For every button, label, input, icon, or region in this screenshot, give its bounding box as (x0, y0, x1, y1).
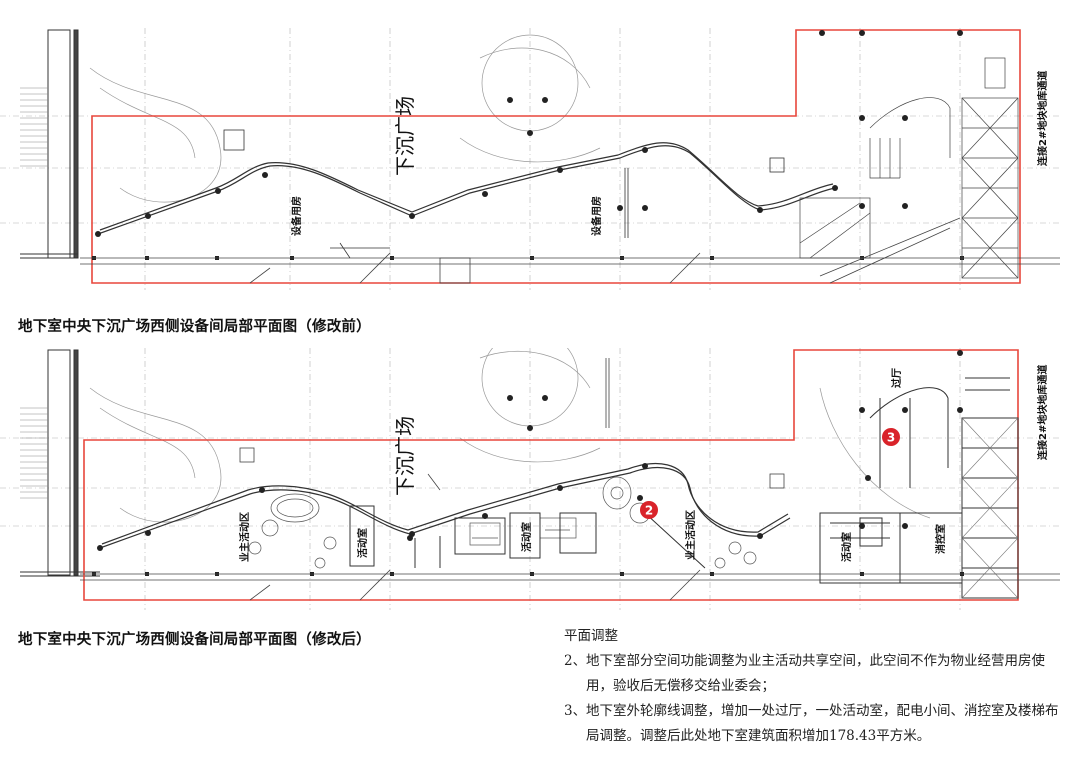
room-label-equipment-1: 设备用房 (290, 196, 303, 236)
room-label-owner-area-1: 业主活动区 (238, 512, 251, 562)
note-item: 3、地下室外轮廓线调整，增加一处过厅，一处活动室，配电小间、消控室及楼梯布局调整… (564, 699, 1064, 749)
note-text: 地下室外轮廓线调整，增加一处过厅，一处活动室，配电小间、消控室及楼梯布局调整。调… (586, 703, 1059, 744)
corridor-label: 连接2#地块地库通道 (1036, 71, 1049, 166)
note-number: 3、 (564, 703, 587, 719)
room-label-equipment-2: 设备用房 (590, 196, 603, 236)
room-label-fire-control: 消控室 (934, 524, 947, 554)
corridor-label: 连接2#地块地库通道 (1036, 365, 1049, 460)
floor-plan-before-drawing: 下沉广场 设备用房 设备用房 连接2#地块地库通道 (0, 28, 1060, 290)
room-label-activity-1: 活动室 (356, 528, 369, 558)
floor-plan-after-drawing: 下沉广场 业主活动区 活动室 活动室 业主活动区 活动室 消控室 过厅 连接2#… (0, 348, 1060, 610)
svg-text:3: 3 (887, 431, 895, 445)
caption-before: 地下室中央下沉广场西侧设备间局部平面图（修改前） (18, 319, 371, 335)
floor-plan-before: 下沉广场 设备用房 设备用房 连接2#地块地库通道 (0, 28, 1080, 290)
svg-text:2: 2 (645, 504, 653, 518)
room-label-activity-3: 活动室 (840, 532, 853, 562)
marker-3: 3 (882, 428, 900, 446)
plaza-label: 下沉广场 (393, 96, 417, 176)
notes-heading: 平面调整 (564, 628, 618, 644)
floor-plan-after: 下沉广场 业主活动区 活动室 活动室 业主活动区 活动室 消控室 过厅 连接2#… (0, 348, 1080, 610)
room-label-owner-area-2: 业主活动区 (684, 510, 697, 560)
note-number: 2、 (564, 653, 587, 669)
caption-after: 地下室中央下沉广场西侧设备间局部平面图（修改后） (18, 632, 371, 648)
note-text: 地下室部分空间功能调整为业主活动共享空间，此空间不作为物业经营用房使用，验收后无… (586, 653, 1045, 694)
plaza-label: 下沉广场 (393, 416, 417, 496)
adjustment-notes: 平面调整 2、地下室部分空间功能调整为业主活动共享空间，此空间不作为物业经营用房… (564, 624, 1064, 749)
room-label-hall: 过厅 (890, 368, 903, 388)
marker-2: 2 (640, 501, 658, 519)
note-item: 2、地下室部分空间功能调整为业主活动共享空间，此空间不作为物业经营用房使用，验收… (564, 649, 1064, 699)
room-label-activity-2: 活动室 (520, 522, 533, 552)
